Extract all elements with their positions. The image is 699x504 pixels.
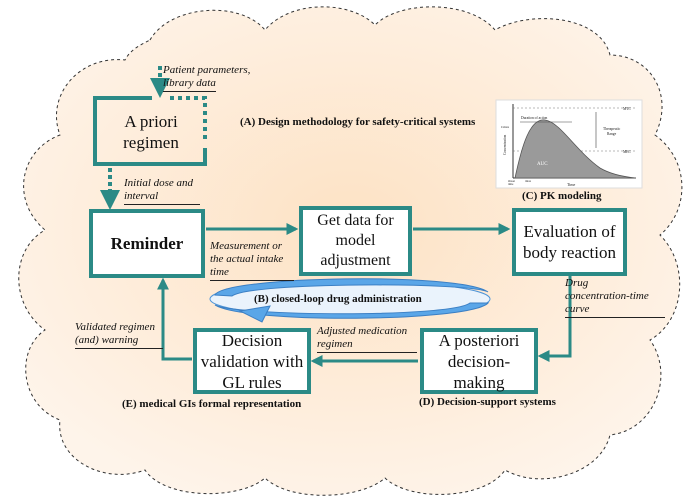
validation-to-reminder-arrow bbox=[157, 277, 192, 361]
title-decision-support: (D) Decision-support systems bbox=[419, 396, 556, 408]
a-priori-box-border bbox=[93, 96, 207, 166]
svg-text:MTC: MTC bbox=[623, 107, 631, 111]
title-closed-loop: (B) closed-loop drug administration bbox=[254, 293, 422, 305]
get-data-box: Get data for model adjustment bbox=[299, 206, 412, 276]
svg-text:Concentration: Concentration bbox=[503, 134, 507, 155]
svg-text:Onset: Onset bbox=[508, 179, 515, 183]
svg-text:Time: Time bbox=[567, 182, 576, 187]
svg-text:MEC: MEC bbox=[623, 150, 631, 154]
svg-text:tmax: tmax bbox=[525, 179, 531, 183]
svg-text:AUC: AUC bbox=[537, 162, 548, 167]
decision-validation-box: Decision validation with GL rules bbox=[193, 328, 311, 394]
title-pk-modeling: (C) PK modeling bbox=[522, 190, 602, 202]
a-priori-label: A priori regimen bbox=[123, 112, 179, 152]
pk-graph: Duration of action Therapeutic Range MTC… bbox=[495, 99, 643, 189]
evaluation-label: Evaluation of body reaction bbox=[523, 222, 616, 262]
a-priori-box-dotted-edge bbox=[170, 96, 207, 140]
get-data-label: Get data for model adjustment bbox=[317, 212, 394, 269]
title-methodology: (A) Design methodology for safety-critic… bbox=[240, 116, 476, 128]
title-gl-representation: (E) medical GIs formal representation bbox=[122, 398, 302, 410]
closed-loop-symbol bbox=[209, 278, 491, 323]
annotation-validated-regimen: Validated regimen (and) warning bbox=[75, 321, 165, 349]
a-posteriori-label: A posteriori decision-making bbox=[438, 330, 520, 392]
a-posteriori-box: A posteriori decision-making bbox=[420, 328, 538, 394]
svg-text:Therapeutic: Therapeutic bbox=[603, 127, 621, 131]
annotation-measurement: Measurement or the actual intake time bbox=[210, 240, 298, 281]
annotation-initial-dose: Initial dose and interval bbox=[124, 177, 214, 205]
reminder-box: Reminder bbox=[89, 209, 205, 278]
svg-text:Cmax: Cmax bbox=[501, 125, 509, 129]
svg-text:time: time bbox=[508, 182, 514, 186]
annotation-drug-concentration: Drug concentration-time curve bbox=[565, 277, 667, 318]
svg-text:Range: Range bbox=[607, 132, 617, 136]
annotation-patient-params: Patient parameters, library data bbox=[163, 64, 250, 92]
reminder-label: Reminder bbox=[110, 234, 184, 253]
evaluation-box: Evaluation of body reaction bbox=[512, 208, 627, 276]
decision-validation-label: Decision validation with GL rules bbox=[200, 330, 304, 392]
evaluation-to-aposteriori-arrow bbox=[537, 276, 572, 362]
annotation-adjusted-regimen: Adjusted medication regimen bbox=[317, 325, 419, 353]
a-priori-box: A priori regimen bbox=[99, 102, 203, 162]
svg-text:Duration of action: Duration of action bbox=[521, 116, 548, 120]
